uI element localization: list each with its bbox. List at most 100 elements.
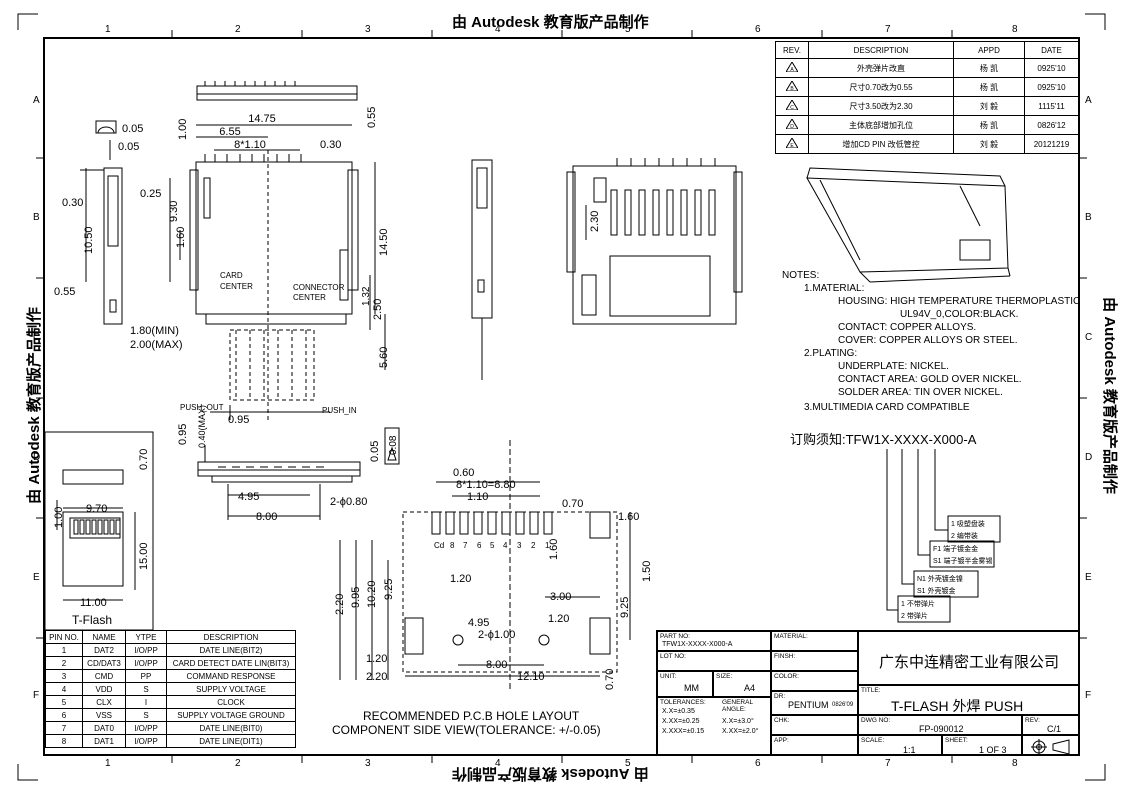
dim-0-05-front: 0.05 [369, 441, 381, 462]
zone-row-d-left: D [33, 452, 41, 463]
pin-header-row: PIN NO. NAME YTPE DESCRIPTION [45, 630, 296, 644]
notes-line: 2.PLATING: [804, 348, 857, 359]
pin-header-description: DESCRIPTION [166, 630, 296, 644]
zone-col-8-top: 8 [1012, 24, 1018, 35]
pcb-dim-1-50: 1.50 [641, 561, 653, 582]
revision-row: A 外壳弹片改直 杨 凯 0925'10 [775, 58, 1079, 78]
dim-0-05-box: 0.05 [122, 123, 143, 135]
zone-col-5-top: 5 [625, 24, 631, 35]
tb-lot-no: LOT NO: [657, 651, 771, 671]
notes-line: 1.MATERIAL: [804, 283, 864, 294]
dim-0-05: 0.05 [118, 141, 139, 153]
notes-line: COVER: COPPER ALLOYS OR STEEL. [838, 335, 1018, 346]
dim-0-40-max: 0.40(MAX) [197, 405, 207, 448]
tb-material: MATERIAL: [771, 631, 858, 651]
zone-col-1-bottom: 1 [105, 758, 111, 769]
dim-4-95-front: 4.95 [238, 491, 259, 503]
pcb-caption-1: RECOMMENDED P.C.B HOLE LAYOUT [363, 709, 580, 723]
pcb-dim-1-60-mid: 1.60 [548, 539, 560, 560]
pcb-pin-label: 6 [477, 541, 482, 550]
notes-line: UNDERPLATE: NICKEL. [838, 361, 949, 372]
order-option: N1 外壳镀金镍 [917, 574, 963, 583]
dim-0-25: 0.25 [140, 188, 161, 200]
notes-line: UL94V_0,COLOR:BLACK. [900, 309, 1018, 320]
tb-part-no: PART NO: TFW1X-XXXX-X000-A [657, 631, 771, 651]
pcb-pin-label: 8 [450, 541, 455, 550]
zone-col-1-top: 1 [105, 24, 111, 35]
dim-1-60: 1.60 [175, 227, 187, 248]
svg-text:B: B [790, 86, 794, 91]
tb-title: TITLE: T-FLASH 外焊 PUSH [858, 685, 1080, 715]
dim-14-75: 14.75 [248, 113, 276, 125]
dim-8x1-10: 8*1.10 [234, 139, 266, 151]
drawing-border [43, 37, 1080, 756]
dim-2-00-max: 2.00(MAX) [130, 339, 183, 351]
pcb-dim-9-25-left: 9.25 [383, 579, 395, 600]
svg-text:D: D [790, 124, 794, 129]
pcb-dim-1-20-right: 1.20 [548, 613, 569, 625]
revision-triangle-icon: A [786, 62, 798, 72]
zone-row-a-left: A [33, 95, 40, 106]
tflash-label: T-Flash [72, 613, 112, 627]
watermark-top: 由 Autodesk 教育版产品制作 [452, 14, 649, 31]
svg-text:A: A [790, 67, 794, 72]
tflash-dim-15-00: 15.00 [138, 542, 150, 570]
revision-header-row: REV. DESCRIPTION APPD DATE [775, 41, 1079, 59]
zone-col-2-bottom: 2 [235, 758, 241, 769]
revision-row: D 主体底部增加孔位 杨 凯 0826'12 [775, 115, 1079, 135]
order-option: 1 不带弹片 [901, 599, 935, 608]
tb-finish: FINSH: [771, 651, 858, 671]
zone-col-7-top: 7 [885, 24, 891, 35]
label-connector-center: CENTER [293, 293, 326, 302]
zone-col-4-bottom: 4 [495, 758, 501, 769]
zone-row-d-right: D [1085, 452, 1093, 463]
dim-0-55-left: 0.55 [54, 286, 75, 298]
dim-0-30-left: 0.30 [62, 197, 83, 209]
svg-text:E: E [790, 143, 794, 148]
pcb-pin-label: 7 [463, 541, 468, 550]
svg-text:C: C [790, 105, 794, 110]
tflash-dim-1-00: 1.00 [53, 507, 65, 528]
revision-triangle-icon: E [786, 138, 798, 148]
tb-company: 广东中连精密工业有限公司 [858, 631, 1080, 685]
pcb-dim-2-20-bottom: 2.20 [366, 671, 387, 683]
notes-line: 3.MULTIMEDIA CARD COMPATIBLE [804, 402, 970, 413]
dim-0-95-top: 0.95 [228, 414, 249, 426]
label-card-center: CENTER [220, 282, 253, 291]
pcb-pin-label: 3 [517, 541, 522, 550]
dim-0-95: 0.95 [177, 424, 189, 445]
order-option: F1 端子镀金金 [933, 544, 978, 553]
dim-6-55: 6.55 [219, 126, 240, 138]
dim-0-08: 0.08 [388, 435, 399, 455]
pcb-dim-8x1-10: 8*1.10=8.80 [456, 479, 516, 491]
tflash-dim-9-70: 9.70 [86, 503, 107, 515]
pcb-dim-9-25-right: 9.25 [619, 597, 631, 618]
tb-app: APP: [771, 735, 858, 756]
zone-row-a-right: A [1085, 95, 1092, 106]
tb-tolerances: TOLERANCES: X.X=±0.35 X.XX=±0.25 X.XXX=±… [657, 697, 771, 756]
dim-14-50: 14.50 [378, 228, 390, 256]
zone-row-e-right: E [1085, 572, 1092, 583]
pcb-dim-1-20-bottom: 1.20 [366, 653, 387, 665]
notes-line: CONTACT: COPPER ALLOYS. [838, 322, 976, 333]
revision-triangle-icon: C [786, 100, 798, 110]
order-code-label: 订购须知:TFW1X-XXXX-X000-A [790, 432, 977, 447]
zone-row-e-left: E [33, 572, 40, 583]
dim-0-30: 0.30 [320, 139, 341, 151]
tb-size: SIZE: A4 [713, 671, 771, 697]
pcb-dim-4-95: 4.95 [468, 617, 489, 629]
dim-8-00-front: 8.00 [256, 511, 277, 523]
pcb-dim-1-20-left: 1.20 [450, 573, 471, 585]
revision-triangle-icon: B [786, 81, 798, 91]
revision-description: 增加CD PIN 改低管控 [808, 134, 954, 154]
zone-col-7-bottom: 7 [885, 758, 891, 769]
dim-9-30: 9.30 [168, 201, 180, 222]
